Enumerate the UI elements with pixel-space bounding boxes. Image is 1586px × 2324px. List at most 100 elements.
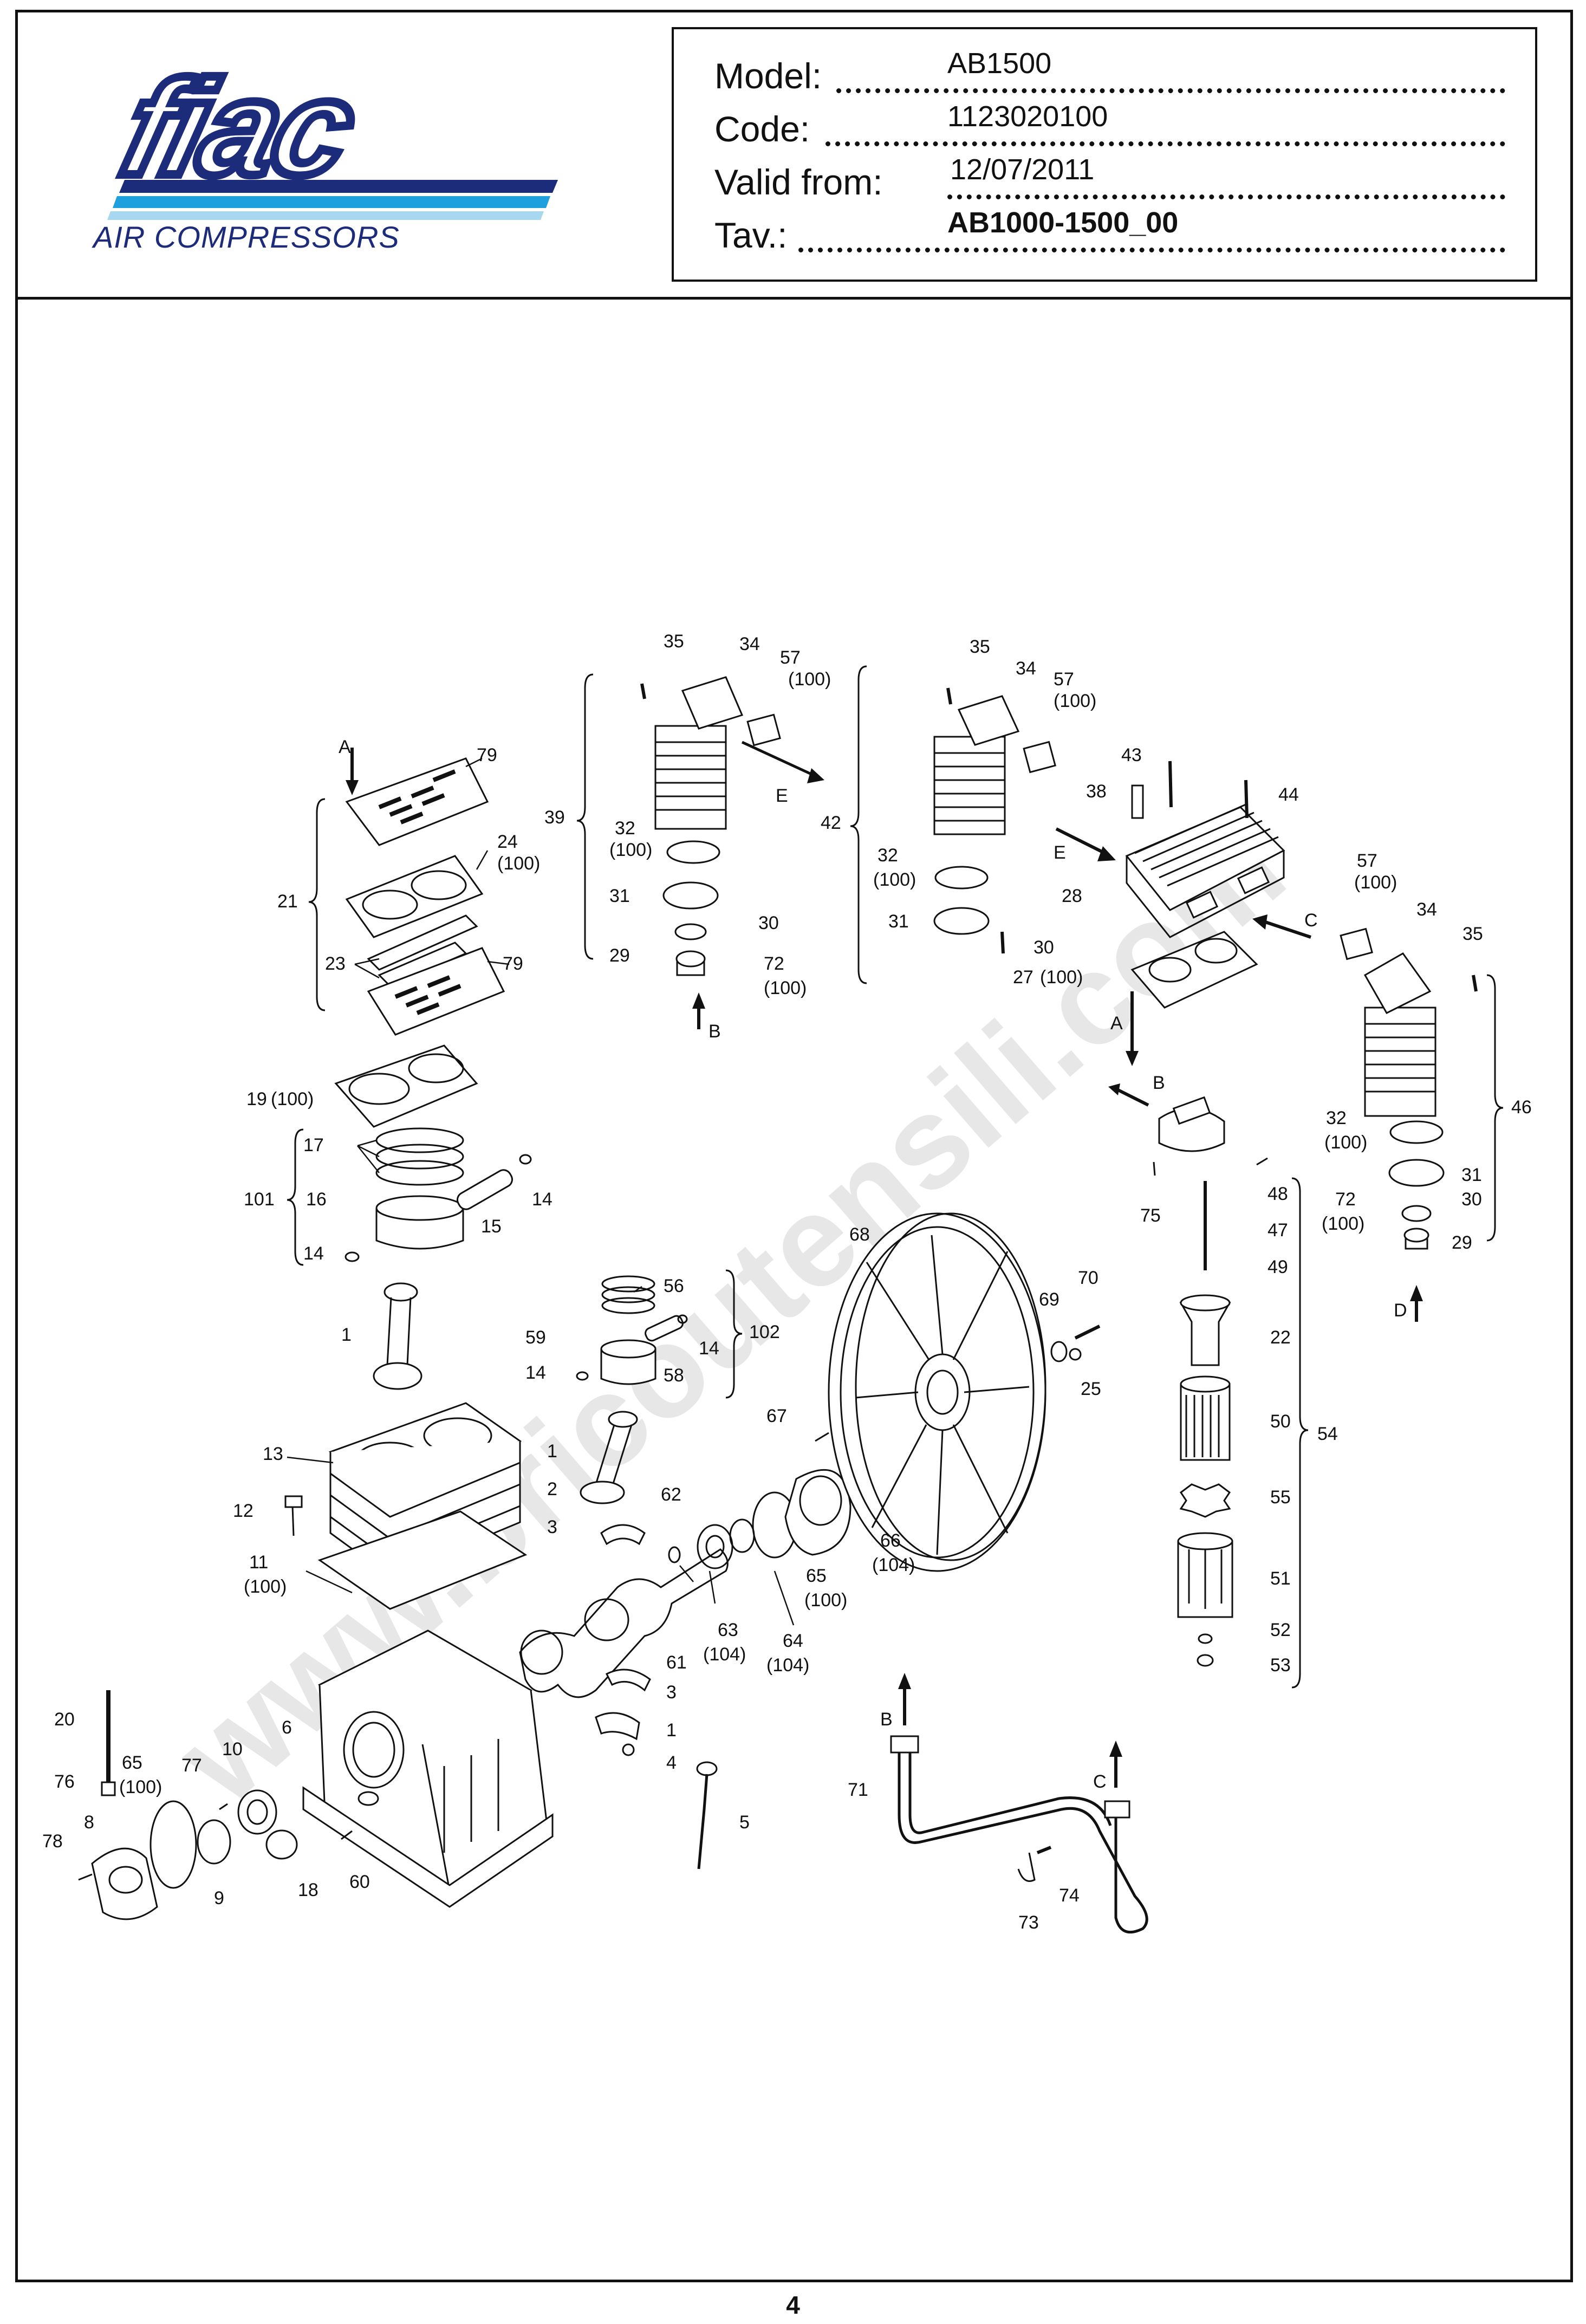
callout-31: 31 [888,911,909,932]
callout-102: 102 [749,1322,780,1342]
model-value: AB1500 [947,47,1052,80]
callout-1: 1 [341,1325,352,1345]
callout-53: 53 [1270,1655,1291,1676]
callout-qty: (100) [1354,872,1397,893]
callout-51: 51 [1270,1568,1291,1589]
brace-42 [850,665,867,984]
screw-12 [284,1495,303,1536]
callout-76: 76 [54,1771,75,1792]
air-filter-group-54 [1108,1083,1309,1689]
callout-66: 66 [880,1530,901,1551]
logo-stripe-light [107,211,544,220]
page-frame [15,10,1573,2282]
brace-21 [308,798,326,1011]
callout-27: 27 [1013,967,1034,988]
gasket-19 [334,1044,478,1128]
connecting-rod-1-upper [373,1282,422,1390]
piston-pin-15 [456,1169,514,1210]
callout-59: 59 [525,1327,546,1348]
valve-plate-79-top [345,757,489,846]
rod-cap-group [595,1669,651,1756]
callout-58: 58 [664,1365,684,1386]
crankshaft-61 [519,1548,729,1698]
callout-60: 60 [349,1872,370,1892]
brace-39 [576,673,594,960]
callout-qty: (100) [609,840,652,860]
callout-1: 1 [547,1441,557,1462]
tav-row: Tav.: AB1000-1500_00 [714,206,1505,259]
callout-qty: (100) [804,1590,847,1611]
flow-letter-b: B [880,1709,893,1730]
callout-21: 21 [277,891,298,912]
callout-qty: (100) [497,853,540,874]
callout-43: 43 [1121,745,1142,765]
callout-46: 46 [1511,1097,1532,1118]
logo-tagline: AIR COMPRESSORS [92,220,400,254]
callout-34: 34 [1016,658,1036,679]
crankcase-6 [302,1630,554,1908]
callout-10: 10 [222,1739,243,1760]
callout-72: 72 [1335,1189,1356,1210]
callout-14: 14 [525,1362,546,1383]
callout-61: 61 [666,1652,687,1673]
callout-75: 75 [1140,1205,1161,1226]
callout-63: 63 [718,1620,738,1640]
head-group-39 [576,673,824,1029]
callout-55: 55 [1270,1487,1291,1508]
callout-29: 29 [1452,1232,1472,1253]
flow-letter-b: B [1153,1073,1165,1093]
callout-qty: (104) [703,1644,746,1665]
callout-12: 12 [233,1501,253,1521]
callout-79: 79 [503,953,523,974]
callout-qty: (104) [766,1655,809,1676]
callout-39: 39 [544,807,565,828]
callout-56: 56 [664,1276,684,1296]
logo-stripe-navy [119,180,558,193]
o-ring-65-left [150,1800,197,1889]
flywheel-fasteners [1050,1325,1101,1362]
callout-14: 14 [303,1243,324,1264]
callout-22: 22 [1270,1327,1291,1348]
valid-from-value: 12/07/2011 [950,153,1095,186]
callout-68: 68 [849,1224,870,1245]
bearing-shell-3-upper [600,1524,646,1546]
callout-57: 57 [780,647,801,668]
watermark: www.bricoutensili.com [150,795,1310,1830]
callout-74: 74 [1059,1885,1080,1906]
valid-from-row: Valid from: 12/07/2011 [714,153,1505,206]
callout-69: 69 [1039,1289,1060,1310]
filter-element-50 [1180,1383,1231,1461]
cover-8 [91,1847,158,1920]
callout-44: 44 [1278,784,1299,805]
gasket-24 [345,855,484,938]
callout-17: 17 [303,1135,324,1155]
callout-25: 25 [1081,1379,1101,1399]
pressure-valve-38 [1131,784,1144,819]
callout-2: 2 [547,1479,557,1499]
callout-32: 32 [615,818,635,839]
callout-57: 57 [1054,669,1074,690]
bearing-cover-66 [784,1469,851,1556]
piston-group-102 [576,1269,743,1399]
callout-qty: (100) [873,869,916,890]
callout-31: 31 [609,886,630,906]
gasket-11 [317,1510,528,1610]
model-row: Model: AB1500 [714,47,1505,100]
callout-qty: (100) [1054,691,1096,711]
cylinder-head-28 [1055,761,1311,1066]
header-separator [15,297,1573,300]
callout-qty: (104) [872,1555,915,1575]
callout-qty: (100) [1322,1213,1364,1234]
callout-73: 73 [1018,1912,1039,1933]
callout-3: 3 [547,1517,557,1537]
callout-8: 8 [84,1812,94,1833]
callout-54: 54 [1317,1424,1338,1444]
flywheel-68 [828,1212,1046,1572]
callout-34: 34 [1416,899,1437,920]
callout-42: 42 [821,813,841,833]
callout-31: 31 [1461,1165,1482,1185]
tav-value: AB1000-1500_00 [947,206,1179,239]
brace-46 [1486,974,1504,1242]
callout-30: 30 [1461,1189,1482,1210]
plug-18 [265,1829,298,1860]
